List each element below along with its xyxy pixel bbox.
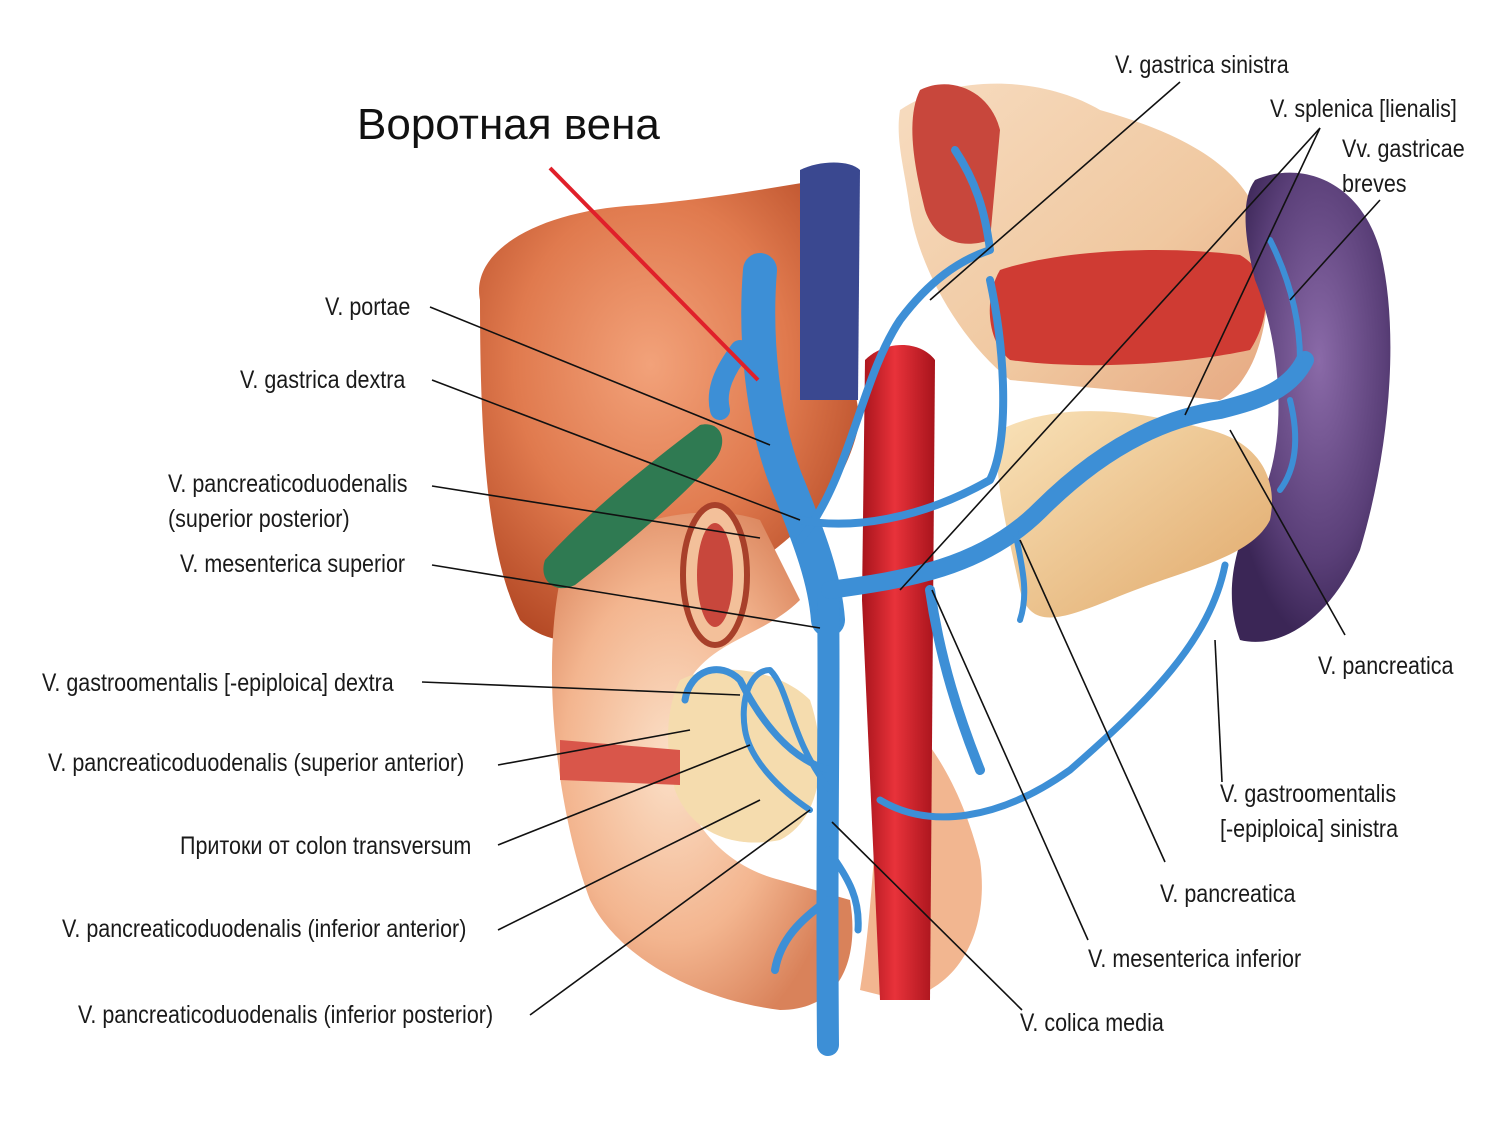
label-v-mesenterica-superior: V. mesenterica superior [180, 550, 406, 578]
leader-v-splenica-branch [1184, 127, 1321, 416]
pancreatic-vein [1012, 527, 1028, 623]
label-v-pancreatica-low: V. pancreatica [1160, 880, 1296, 908]
leader-pritoki [497, 744, 751, 846]
colic-vein [824, 846, 862, 934]
label-v-gastroomentalis-sin-2: [-epiploica] sinistra [1220, 815, 1399, 843]
left-gastroomental-vein [876, 561, 1229, 821]
inferior-mesenteric-vein [925, 585, 985, 775]
duodenum [551, 512, 853, 1010]
pancreas-head [668, 669, 820, 843]
vena-cava [800, 162, 860, 400]
pancreas [997, 411, 1272, 618]
splenic-branch [1277, 397, 1299, 493]
label-v-gastrica-sinistra: V. gastrica sinistra [1115, 51, 1289, 79]
leader-lines [421, 81, 1381, 1016]
label-v-pcd-sup-ant: V. pancreaticoduodenalis (superior anter… [48, 749, 465, 777]
label-v-pcd-inf-post: V. pancreaticoduodenalis (inferior poste… [78, 1001, 494, 1029]
leader-v-gastroomentalis-sin [1214, 639, 1223, 783]
leader-v-splenica [899, 127, 1321, 591]
label-vv-gastricae-1: Vv. gastricae [1342, 135, 1465, 163]
label-v-pancreatica-right: V. pancreatica [1318, 652, 1454, 680]
label-v-gastroomentalis-sin-1: V. gastroomentalis [1220, 780, 1397, 808]
gallbladder [543, 424, 723, 589]
pancreaticoduodenal-loop [740, 667, 833, 813]
short-gastric-veins [1267, 237, 1303, 363]
bowel-section [560, 740, 680, 785]
leader-v-pcd-inf-ant [497, 799, 761, 931]
label-v-pcd-sup-post-2: (superior posterior) [168, 505, 350, 533]
right-gastric-vein [796, 276, 1008, 528]
inferior-pcd-vein [771, 896, 832, 974]
leader-v-mesenterica-inferior [931, 589, 1089, 941]
label-v-mesenterica-inferior: V. mesenterica inferior [1088, 945, 1302, 973]
leader-v-gastroomentalis-dextra [421, 681, 741, 696]
label-v-gastroomentalis-dextra: V. gastroomentalis [-epiploica] dextra [42, 669, 394, 697]
label-vv-gastricae-2: breves [1342, 170, 1407, 198]
leader-v-pcd-inf-post [529, 809, 811, 1016]
leader-vv-gastricae [1289, 199, 1381, 301]
label-v-pcd-sup-post-1: V. pancreaticoduodenalis [168, 470, 408, 498]
diagram-title: Воротная вена [357, 100, 660, 149]
leader-v-gastrica-sinistra [929, 81, 1181, 301]
leader-v-portae [429, 306, 771, 446]
title-pointer [548, 166, 760, 382]
stomach-lumen [989, 250, 1266, 366]
label-v-pcd-inf-ant: V. pancreaticoduodenalis (inferior anter… [62, 915, 467, 943]
leader-v-pancreatica-low [1019, 539, 1166, 863]
superior-mesenteric-vein [816, 589, 840, 1056]
label-v-gastrica-dextra: V. gastrica dextra [240, 366, 406, 394]
label-v-splenica: V. splenica [lienalis] [1270, 95, 1457, 123]
leader-v-colica-media [831, 821, 1023, 1011]
duodenum-lumen [697, 523, 733, 627]
right-gastroomental-vein [681, 666, 834, 774]
leader-v-pancreatica-right [1229, 429, 1346, 636]
label-v-colica-media: V. colica media [1020, 1009, 1164, 1037]
left-gastric-vein [796, 146, 994, 544]
leader-v-pcd-sup-ant [497, 729, 691, 766]
spleen [1231, 172, 1391, 642]
organs [479, 83, 1391, 1010]
label-v-portae: V. portae [325, 293, 411, 321]
splenic-vein [821, 351, 1314, 599]
portal-vein [741, 253, 845, 637]
venous-system [681, 146, 1314, 1056]
label-pritoki: Притоки от colon transversum [180, 832, 472, 860]
leader-v-mesenterica-superior [431, 564, 821, 629]
leader-v-gastrica-dextra [431, 379, 801, 521]
leader-v-pcd-sup-post [431, 485, 761, 539]
